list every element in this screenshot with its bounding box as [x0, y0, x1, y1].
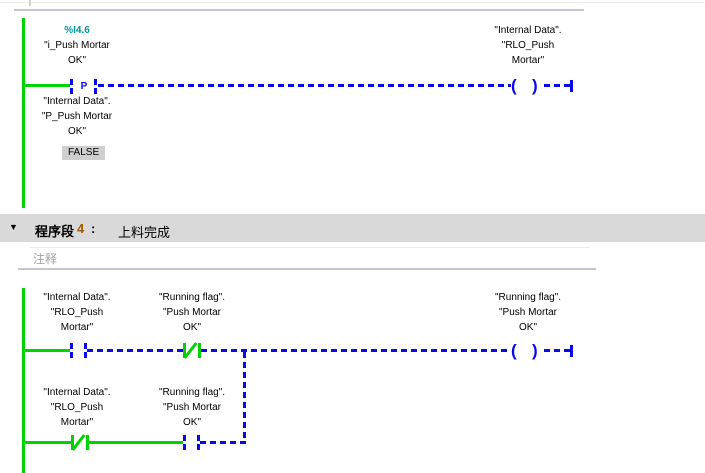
contact-bar [183, 343, 186, 358]
network-header[interactable]: ▼ 程序段 4 : 上料完成 [0, 214, 705, 242]
network-label: 程序段 [35, 224, 75, 239]
coil-operand-label[interactable]: "Internal Data". "RLO_Push Mortar" [468, 23, 588, 68]
branch-junction-wire [243, 352, 246, 442]
rung-wire-energized [24, 84, 70, 87]
network-title[interactable]: 上料完成 [118, 225, 171, 240]
monitor-value-badge: FALSE [62, 146, 106, 160]
operand-name-line: "RLO_Push [50, 402, 104, 413]
operand-name-line: "i_Push Mortar [44, 40, 110, 51]
contact-bar [183, 435, 186, 450]
comment-field-bottom-border [18, 268, 596, 270]
contact-bar [70, 343, 73, 358]
operand-name-line: OK" [183, 322, 201, 333]
operand-name-line: OK" [183, 417, 201, 428]
divider-tick [29, 0, 31, 6]
operand-name-line: "Running flag". [158, 292, 226, 303]
rung-wire-deenergized [200, 441, 246, 444]
contact2-operand-label[interactable]: "Running flag". "Push Mortar OK" [132, 290, 252, 335]
right-rail-tick [570, 345, 573, 357]
operand-name-line: "Internal Data". [43, 387, 111, 398]
edge-contact-operand-label[interactable]: %I4.6 "i_Push Mortar OK" [17, 23, 137, 68]
coil-open-paren: ( [511, 76, 517, 95]
operand-name-line: "RLO_Push [501, 40, 555, 51]
operand-name-line: "Push Mortar [498, 307, 557, 318]
rung-wire-deenergized [87, 349, 183, 352]
rung-wire-deenergized [544, 349, 570, 352]
rung-wire-energized [89, 441, 183, 444]
operand-name-line: "Running flag". [158, 387, 226, 398]
coil-close-paren: ) [532, 341, 538, 360]
rung-wire-energized [24, 349, 70, 352]
network3-comment-divider [14, 9, 584, 11]
contact-bar [197, 435, 200, 450]
operand-name-line: OK" [68, 126, 86, 137]
rung-wire-deenergized [201, 349, 511, 352]
operand-name-line: Mortar" [511, 55, 545, 66]
contact-bar [198, 343, 201, 358]
coil-open-paren: ( [511, 341, 517, 360]
branch-contact1-operand-label[interactable]: "Internal Data". "RLO_Push Mortar" [17, 385, 137, 430]
operand-name-line: "Push Mortar [162, 307, 221, 318]
operand-name-line: "RLO_Push [50, 307, 104, 318]
network-number: 4 [77, 221, 85, 236]
operand-name-line: "Internal Data". [494, 25, 562, 36]
contact-bar [94, 79, 97, 94]
contact-bar [70, 79, 73, 94]
network-label-colon: : [91, 221, 96, 236]
operand-name-line: OK" [68, 55, 86, 66]
edge-type-letter: P [80, 81, 88, 92]
operand-name-line: "Push Mortar [162, 402, 221, 413]
coil-close-paren: ) [532, 76, 538, 95]
operand-name-line: "P_Push Mortar [41, 111, 113, 122]
comment-field-top-border [30, 247, 590, 248]
operand-address: %I4.6 [64, 25, 90, 36]
network3-top-divider [0, 2, 705, 3]
collapse-triangle-icon[interactable]: ▼ [9, 222, 18, 232]
operand-name-line: OK" [519, 322, 537, 333]
comment-field[interactable]: 注释 [33, 252, 58, 266]
contact-bar [86, 435, 89, 450]
operand-name-line: "Internal Data". [43, 96, 111, 107]
right-rail-tick [570, 80, 573, 92]
rung-wire-deenergized [98, 84, 511, 87]
contact-bar [71, 435, 74, 450]
contact1-operand-label[interactable]: "Internal Data". "RLO_Push Mortar" [17, 290, 137, 335]
power-rail-network4 [22, 288, 25, 473]
branch-contact2-operand-label[interactable]: "Running flag". "Push Mortar OK" [132, 385, 252, 430]
coil-operand-label[interactable]: "Running flag". "Push Mortar OK" [468, 290, 588, 335]
power-rail-network3 [22, 18, 25, 208]
rung-wire-energized [24, 441, 71, 444]
edge-memory-operand-label[interactable]: "Internal Data". "P_Push Mortar OK" [17, 94, 137, 139]
operand-name-line: "Internal Data". [43, 292, 111, 303]
operand-name-line: "Running flag". [494, 292, 562, 303]
rung-wire-deenergized [544, 84, 570, 87]
contact-bar [84, 343, 87, 358]
operand-name-line: Mortar" [60, 417, 94, 428]
operand-name-line: Mortar" [60, 322, 94, 333]
